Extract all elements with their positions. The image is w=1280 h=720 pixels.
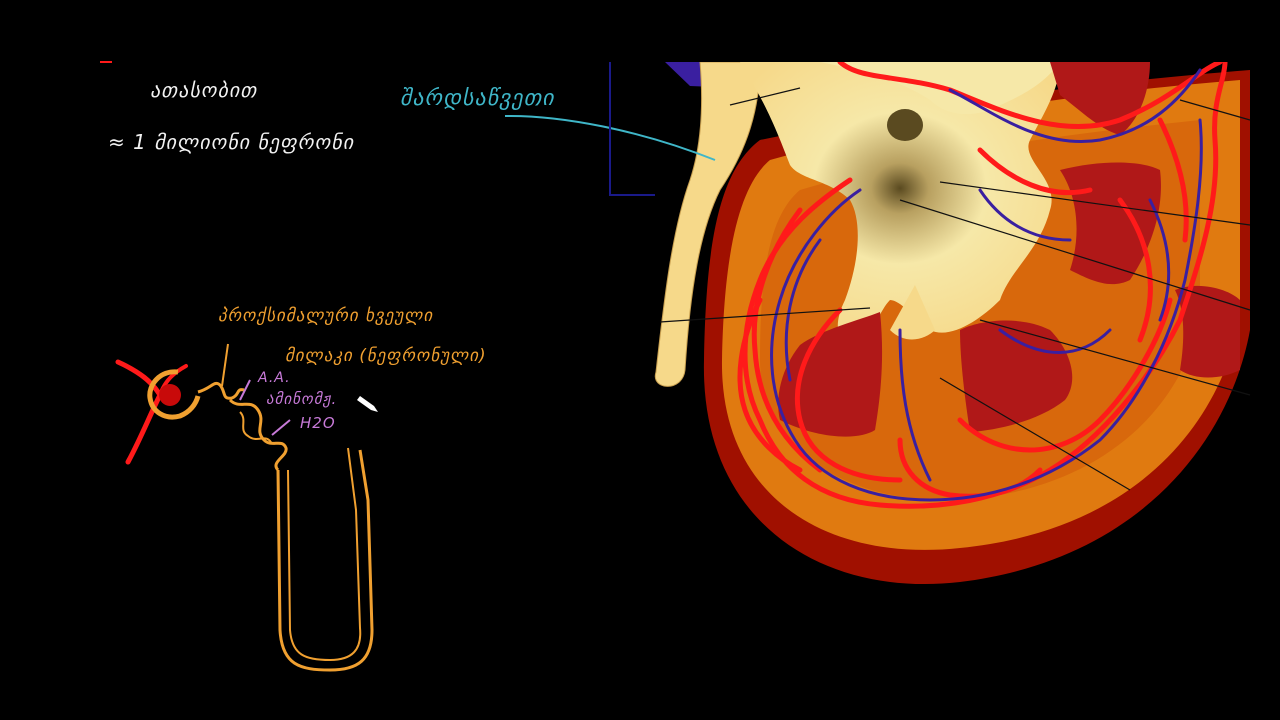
pen-cursor-icon <box>357 396 378 412</box>
pyramid-5 <box>1175 285 1240 378</box>
label-proximal-tubule: პროქსიმალური ხვეული <box>218 306 434 326</box>
note-million-nephrons: ≈ 1 მილიონი ნეფრონი <box>108 130 355 154</box>
note-thousands: ათასობით <box>150 78 258 102</box>
convoluted-tubule <box>228 398 288 472</box>
tubule-upper-line <box>221 343 229 387</box>
convoluted-tubule-inner <box>239 411 273 445</box>
label-water: H2O <box>300 414 336 432</box>
label-proximal-tubule-line2: მილაკი (ნეფრონული) <box>285 346 487 366</box>
ureter <box>654 62 761 387</box>
aa-arrow-1 <box>239 379 251 401</box>
arteries <box>737 62 1228 509</box>
papilla-center <box>890 285 935 340</box>
label-aa: A.A. <box>258 370 291 386</box>
label-ureter: შარდსაწვეთი <box>400 86 555 111</box>
renal-pelvis <box>740 62 1060 343</box>
loop-of-henle <box>276 449 374 672</box>
label-amino-acids: ამინომჟ. <box>266 390 338 408</box>
ureter-pointer-line <box>504 114 716 161</box>
leader-lines <box>659 87 1251 491</box>
aa-arrow-2 <box>271 419 291 436</box>
renal-papilla-dark <box>887 109 923 141</box>
glomerulus <box>159 384 181 406</box>
veins <box>770 68 1203 502</box>
pyramid-1 <box>778 312 883 437</box>
pyramid-2 <box>960 320 1073 432</box>
bracket-line <box>609 62 655 196</box>
loop-of-henle-inner <box>287 447 362 662</box>
proximal-tubule <box>197 381 245 400</box>
bowmans-capsule <box>147 369 201 420</box>
